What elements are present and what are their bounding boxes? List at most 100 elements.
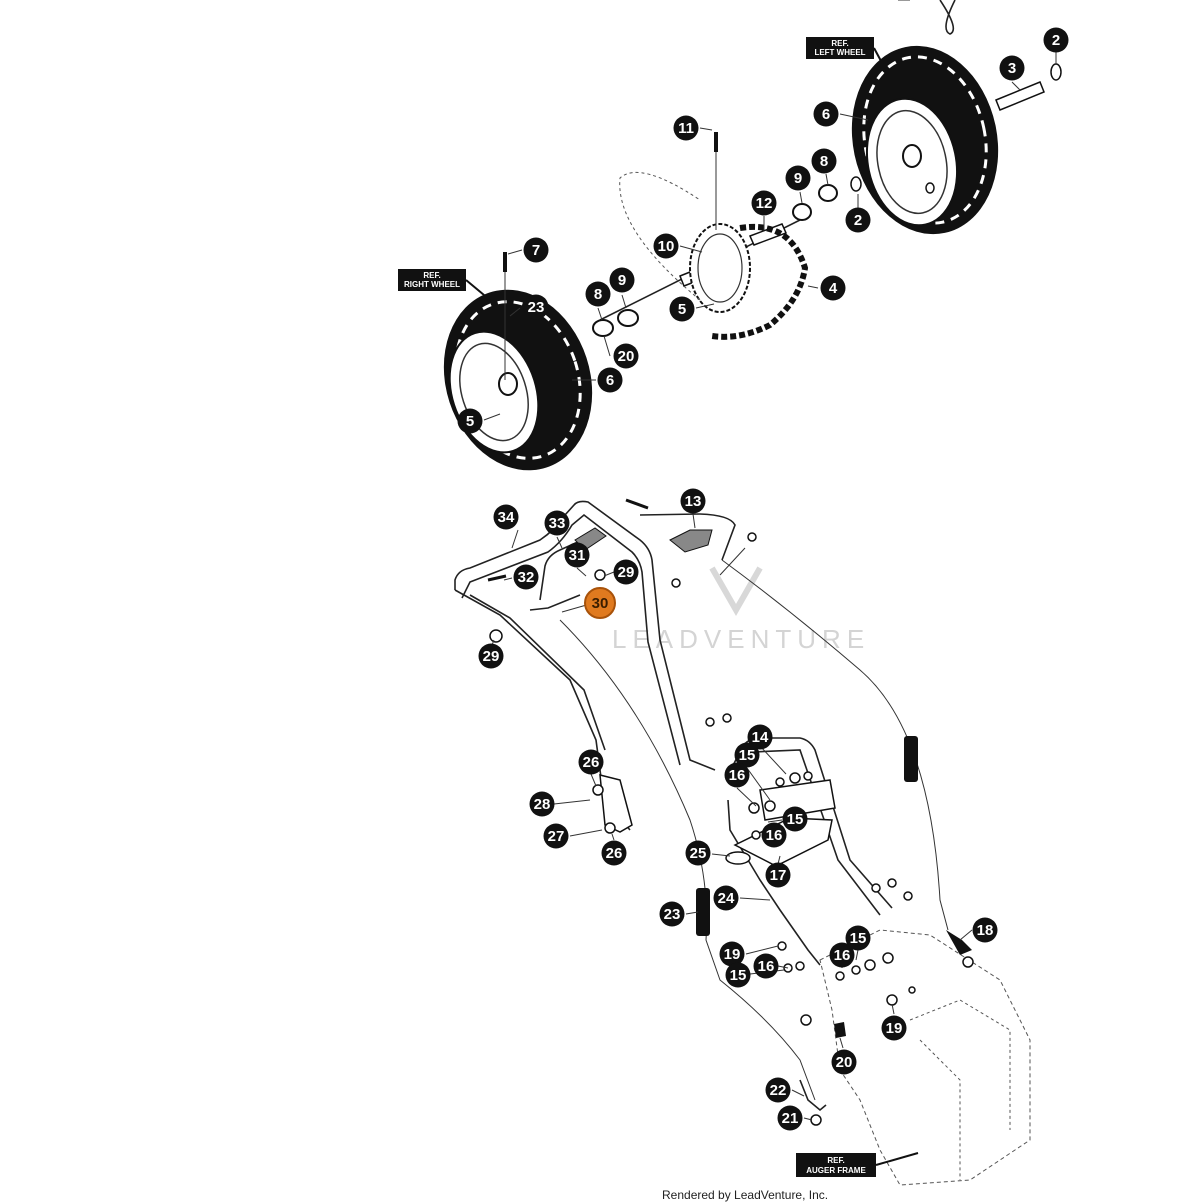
callout-label: 20 xyxy=(836,1054,853,1071)
callout-part-6[interactable]: 6 xyxy=(597,367,623,393)
callout-label: 8 xyxy=(820,153,828,170)
callout-circle xyxy=(685,840,711,866)
callout-circle xyxy=(564,542,590,568)
callout-part-12[interactable]: 12 xyxy=(751,190,777,216)
callout-part-18[interactable]: 18 xyxy=(972,917,998,943)
callout-label: 12 xyxy=(756,195,773,212)
callout-label: 9 xyxy=(618,272,626,289)
callout-circle xyxy=(584,587,616,619)
callout-part-3[interactable]: 3 xyxy=(999,55,1025,81)
callout-circle xyxy=(751,190,777,216)
callout-label: 16 xyxy=(758,958,775,975)
callout-label: 23 xyxy=(664,906,681,923)
callout-part-24[interactable]: 24 xyxy=(713,885,739,911)
callout-circle xyxy=(999,55,1025,81)
axle-pin xyxy=(939,0,1062,111)
callout-part-32[interactable]: 32 xyxy=(513,564,539,590)
callout-part-22[interactable]: 22 xyxy=(765,1077,791,1103)
ref-right-wheel-line1: REF. xyxy=(423,271,440,280)
callout-part-14[interactable]: 14 xyxy=(747,724,773,750)
callout-part-28[interactable]: 28 xyxy=(529,791,555,817)
callout-circle xyxy=(669,296,695,322)
callout-part-13[interactable]: 13 xyxy=(680,488,706,514)
callout-part-26[interactable]: 26 xyxy=(578,749,604,775)
callout-part-27[interactable]: 27 xyxy=(543,823,569,849)
callout-circle xyxy=(845,925,871,951)
callout-part-15[interactable]: 15 xyxy=(725,962,751,988)
callout-circle xyxy=(613,559,639,585)
callout-part-25[interactable]: 25 xyxy=(685,840,711,866)
callout-label: 34 xyxy=(498,509,515,526)
callout-label: 25 xyxy=(690,845,707,862)
callout-part-2[interactable]: 2 xyxy=(1043,27,1069,53)
callout-label: 15 xyxy=(739,747,756,764)
callout-part-21[interactable]: 21 xyxy=(777,1105,803,1131)
callout-part-8[interactable]: 8 xyxy=(811,148,837,174)
callout-part-31[interactable]: 31 xyxy=(564,542,590,568)
callout-circle xyxy=(829,942,855,968)
callout-label: 16 xyxy=(766,827,783,844)
callout-label: 33 xyxy=(549,515,566,532)
callout-circle xyxy=(972,917,998,943)
callout-circle xyxy=(544,510,570,536)
callout-label: 6 xyxy=(606,372,614,389)
callout-circle xyxy=(785,165,811,191)
callout-label: 8 xyxy=(594,286,602,303)
callout-circle xyxy=(543,823,569,849)
callout-circle xyxy=(881,1015,907,1041)
callout-label: 6 xyxy=(822,106,830,123)
callout-circle xyxy=(653,233,679,259)
callout-part-16[interactable]: 16 xyxy=(753,953,779,979)
callout-circle xyxy=(820,275,846,301)
callout-part-4[interactable]: 4 xyxy=(820,275,846,301)
callout-part-9[interactable]: 9 xyxy=(609,267,635,293)
callout-part-29[interactable]: 29 xyxy=(613,559,639,585)
callout-label: 16 xyxy=(834,947,851,964)
callout-part-11[interactable]: 11 xyxy=(673,115,699,141)
callout-part-16[interactable]: 16 xyxy=(761,822,787,848)
callout-label: 28 xyxy=(534,796,551,813)
callout-part-23[interactable]: 23 xyxy=(523,294,549,320)
callout-part-16[interactable]: 16 xyxy=(724,762,750,788)
callout-part-19[interactable]: 19 xyxy=(719,941,745,967)
callout-part-34[interactable]: 34 xyxy=(493,504,519,530)
callout-part-15[interactable]: 15 xyxy=(782,806,808,832)
callout-part-15[interactable]: 15 xyxy=(734,742,760,768)
callout-part-5[interactable]: 5 xyxy=(669,296,695,322)
leader-lines xyxy=(483,52,1057,1121)
callout-part-2[interactable]: 2 xyxy=(845,207,871,233)
callout-label: 11 xyxy=(678,120,694,137)
callout-part-17[interactable]: 17 xyxy=(765,862,791,888)
leadventure-watermark: LEADVENTURE xyxy=(612,566,870,654)
watermark-text: LEADVENTURE xyxy=(612,624,870,654)
callout-part-5[interactable]: 5 xyxy=(457,408,483,434)
callout-part-15[interactable]: 15 xyxy=(845,925,871,951)
callout-circle xyxy=(747,724,773,750)
callout-part-20[interactable]: 20 xyxy=(831,1049,857,1075)
callout-part-30[interactable]: 30 xyxy=(584,587,616,619)
callout-circle xyxy=(493,504,519,530)
callout-part-9[interactable]: 9 xyxy=(785,165,811,191)
callout-part-19[interactable]: 19 xyxy=(881,1015,907,1041)
callout-part-8[interactable]: 8 xyxy=(585,281,611,307)
callout-circle xyxy=(478,643,504,669)
callout-circle xyxy=(724,762,750,788)
callout-label: 13 xyxy=(685,493,702,510)
callout-part-16[interactable]: 16 xyxy=(829,942,855,968)
callout-circle xyxy=(761,822,787,848)
callout-part-10[interactable]: 10 xyxy=(653,233,679,259)
callout-part-6[interactable]: 6 xyxy=(813,101,839,127)
callout-part-33[interactable]: 33 xyxy=(544,510,570,536)
callout-label: 7 xyxy=(532,242,540,259)
callout-part-7[interactable]: 7 xyxy=(523,237,549,263)
ref-right-wheel-line2: RIGHT WHEEL xyxy=(404,280,460,289)
callout-part-20[interactable]: 20 xyxy=(613,343,639,369)
callout-label: 24 xyxy=(718,890,735,907)
ref-auger-frame-line2: AUGER FRAME xyxy=(806,1166,866,1175)
callout-part-23[interactable]: 23 xyxy=(659,901,685,927)
callout-label: 32 xyxy=(518,569,535,586)
callout-part-26[interactable]: 26 xyxy=(601,840,627,866)
callout-label: 26 xyxy=(606,845,623,862)
callout-part-29[interactable]: 29 xyxy=(478,643,504,669)
